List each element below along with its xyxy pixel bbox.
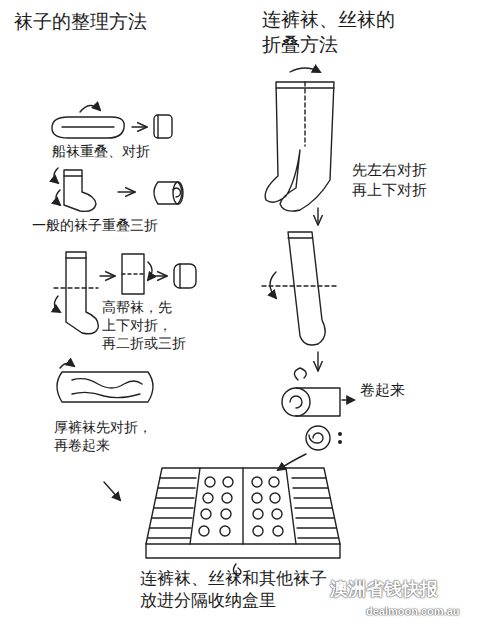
watermark: dealmoon.com.au	[366, 604, 460, 618]
label-holder: dealmoon.com.au	[366, 604, 460, 618]
label-holder: 高帮袜，先 上下对折， 再二折或三折	[102, 298, 192, 353]
label-holder: 先左右对折 再上下对折	[352, 160, 438, 199]
label-holder: 袜子的整理方法	[14, 10, 147, 35]
step-label: 先左右对折 再上下对折	[352, 160, 438, 199]
label-holder: 船袜重叠、对折	[52, 142, 150, 160]
step-label: 厚裤袜先对折， 再卷起来	[54, 418, 166, 454]
step-label: 高帮袜，先 上下对折， 再二折或三折	[102, 298, 192, 353]
step-label: 船袜重叠、对折	[52, 142, 150, 160]
label-holder: 厚裤袜先对折， 再卷起来	[54, 418, 166, 454]
watermark: 澳洲省钱快报	[330, 578, 438, 601]
step-label: 连裤袜、丝袜和其他袜子 放进分隔收纳盒里	[140, 568, 340, 612]
step-label: 袜子的整理方法	[14, 10, 147, 35]
label-holder: 连裤袜、丝袜和其他袜子 放进分隔收纳盒里	[140, 568, 340, 612]
step-label: 卷起来	[360, 380, 405, 400]
step-label: 一般的袜子重叠三折	[32, 216, 158, 234]
step-label: 连裤袜、丝袜的 折叠方法	[262, 8, 412, 57]
label-holder: 澳洲省钱快报	[330, 578, 438, 601]
label-holder: 连裤袜、丝袜的 折叠方法	[262, 8, 412, 57]
label-holder: 卷起来	[360, 380, 405, 400]
label-holder: 一般的袜子重叠三折	[32, 216, 158, 234]
